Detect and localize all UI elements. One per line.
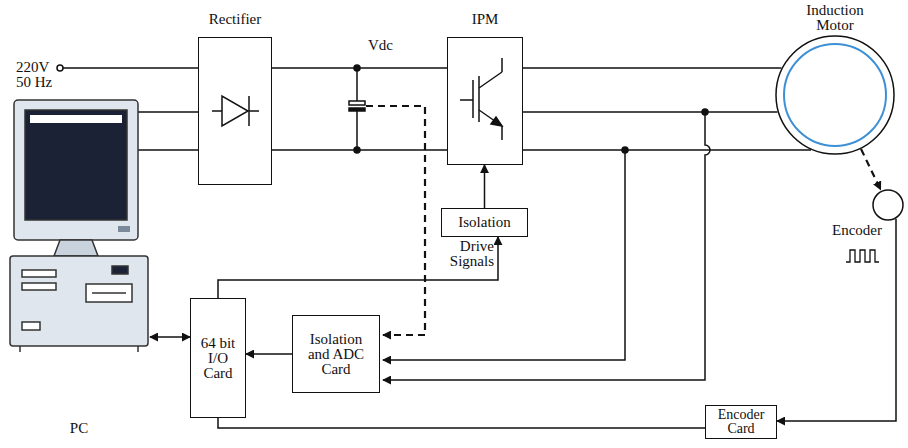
computer-illustration — [10, 100, 148, 352]
computer-illustration — [137, 346, 139, 352]
outline-circle — [873, 190, 903, 220]
ipm-box: IPM — [447, 37, 523, 165]
igbt-symbol — [460, 58, 502, 140]
computer-node: PC — [8, 92, 150, 438]
node-outline — [872, 189, 904, 221]
node-label: 64 bit I/O Card — [194, 336, 242, 381]
dc-link-capacitor — [349, 65, 365, 153]
voltage-sense-wire — [366, 106, 425, 335]
node-label: Isolation and ADC Card — [300, 332, 372, 377]
diode-symbol — [222, 96, 248, 126]
diode-symbol — [212, 96, 259, 126]
computer-illustration — [25, 110, 127, 220]
computer-illustration — [118, 226, 130, 232]
igbt-symbol — [460, 99, 473, 101]
wire-connector — [523, 111, 777, 113]
computer-illustration — [54, 240, 98, 256]
node-label: PC — [70, 421, 88, 436]
diode-symbol — [249, 110, 259, 112]
wire-connector — [218, 237, 498, 298]
node-outline — [775, 35, 895, 155]
node-label: Encoder — [832, 223, 882, 238]
wire-connector — [150, 336, 190, 338]
node-label: Encoder Card — [710, 408, 772, 436]
igbt-symbol — [501, 126, 503, 140]
computer-illustration — [14, 100, 138, 240]
igbt-symbol — [472, 80, 474, 118]
mains-input — [57, 65, 63, 71]
wire-connector — [523, 149, 811, 151]
adc-card-box: Isolation and ADC Card — [292, 315, 380, 393]
computer-illustration — [92, 292, 126, 294]
edge-label: Drive Signals — [426, 239, 494, 269]
wire-connector — [523, 67, 781, 69]
mains-input — [63, 67, 198, 69]
dc-link-capacitor — [356, 111, 358, 150]
computer-illustration — [19, 346, 21, 352]
igbt-symbol — [478, 76, 480, 122]
shaft-link — [861, 149, 881, 190]
current-sense-wire — [383, 112, 710, 380]
current-sense-wire — [383, 150, 625, 360]
wire-connector — [484, 165, 486, 208]
computer-illustration — [10, 256, 148, 346]
wire-connector — [777, 219, 896, 421]
wire-connector — [272, 149, 447, 151]
node-label: Induction Motor — [790, 3, 880, 33]
dc-link-capacitor — [349, 101, 365, 105]
wire-connector — [246, 353, 292, 355]
igbt-symbol — [491, 117, 502, 126]
stator-ring — [784, 44, 886, 146]
node-label: IPM — [472, 12, 499, 27]
process-box: Isolation — [441, 208, 528, 237]
computer-illustration — [86, 284, 132, 302]
computer-illustration — [112, 266, 128, 274]
computer-illustration — [22, 270, 56, 277]
computer-illustration — [22, 283, 56, 290]
dc-link-capacitor — [356, 68, 358, 101]
wire-connector — [272, 67, 447, 69]
signal-label: Vdc — [368, 38, 393, 53]
signal-label: 220V — [16, 60, 49, 75]
io-card-box: 64 bit I/O Card — [190, 298, 246, 418]
signal-label: 50 Hz — [16, 75, 52, 90]
rectifier-box: Rectifier — [198, 37, 272, 185]
pulse-train-symbol — [846, 250, 879, 262]
motor-circle: Induction Motor — [775, 35, 895, 155]
node-label: Isolation — [458, 215, 511, 230]
computer-illustration — [22, 322, 40, 330]
igbt-symbol — [479, 110, 502, 126]
igbt-symbol — [479, 72, 502, 88]
wire-connector — [218, 418, 705, 428]
igbt-symbol — [501, 58, 503, 72]
node-label: Rectifier — [209, 12, 261, 27]
encoder-card-box: Encoder Card — [705, 405, 777, 439]
dc-link-capacitor — [349, 108, 365, 111]
diode-symbol — [212, 110, 222, 112]
computer-illustration — [30, 115, 122, 123]
outline-circle — [776, 36, 894, 154]
encoder-circle: Encoder — [872, 189, 904, 221]
